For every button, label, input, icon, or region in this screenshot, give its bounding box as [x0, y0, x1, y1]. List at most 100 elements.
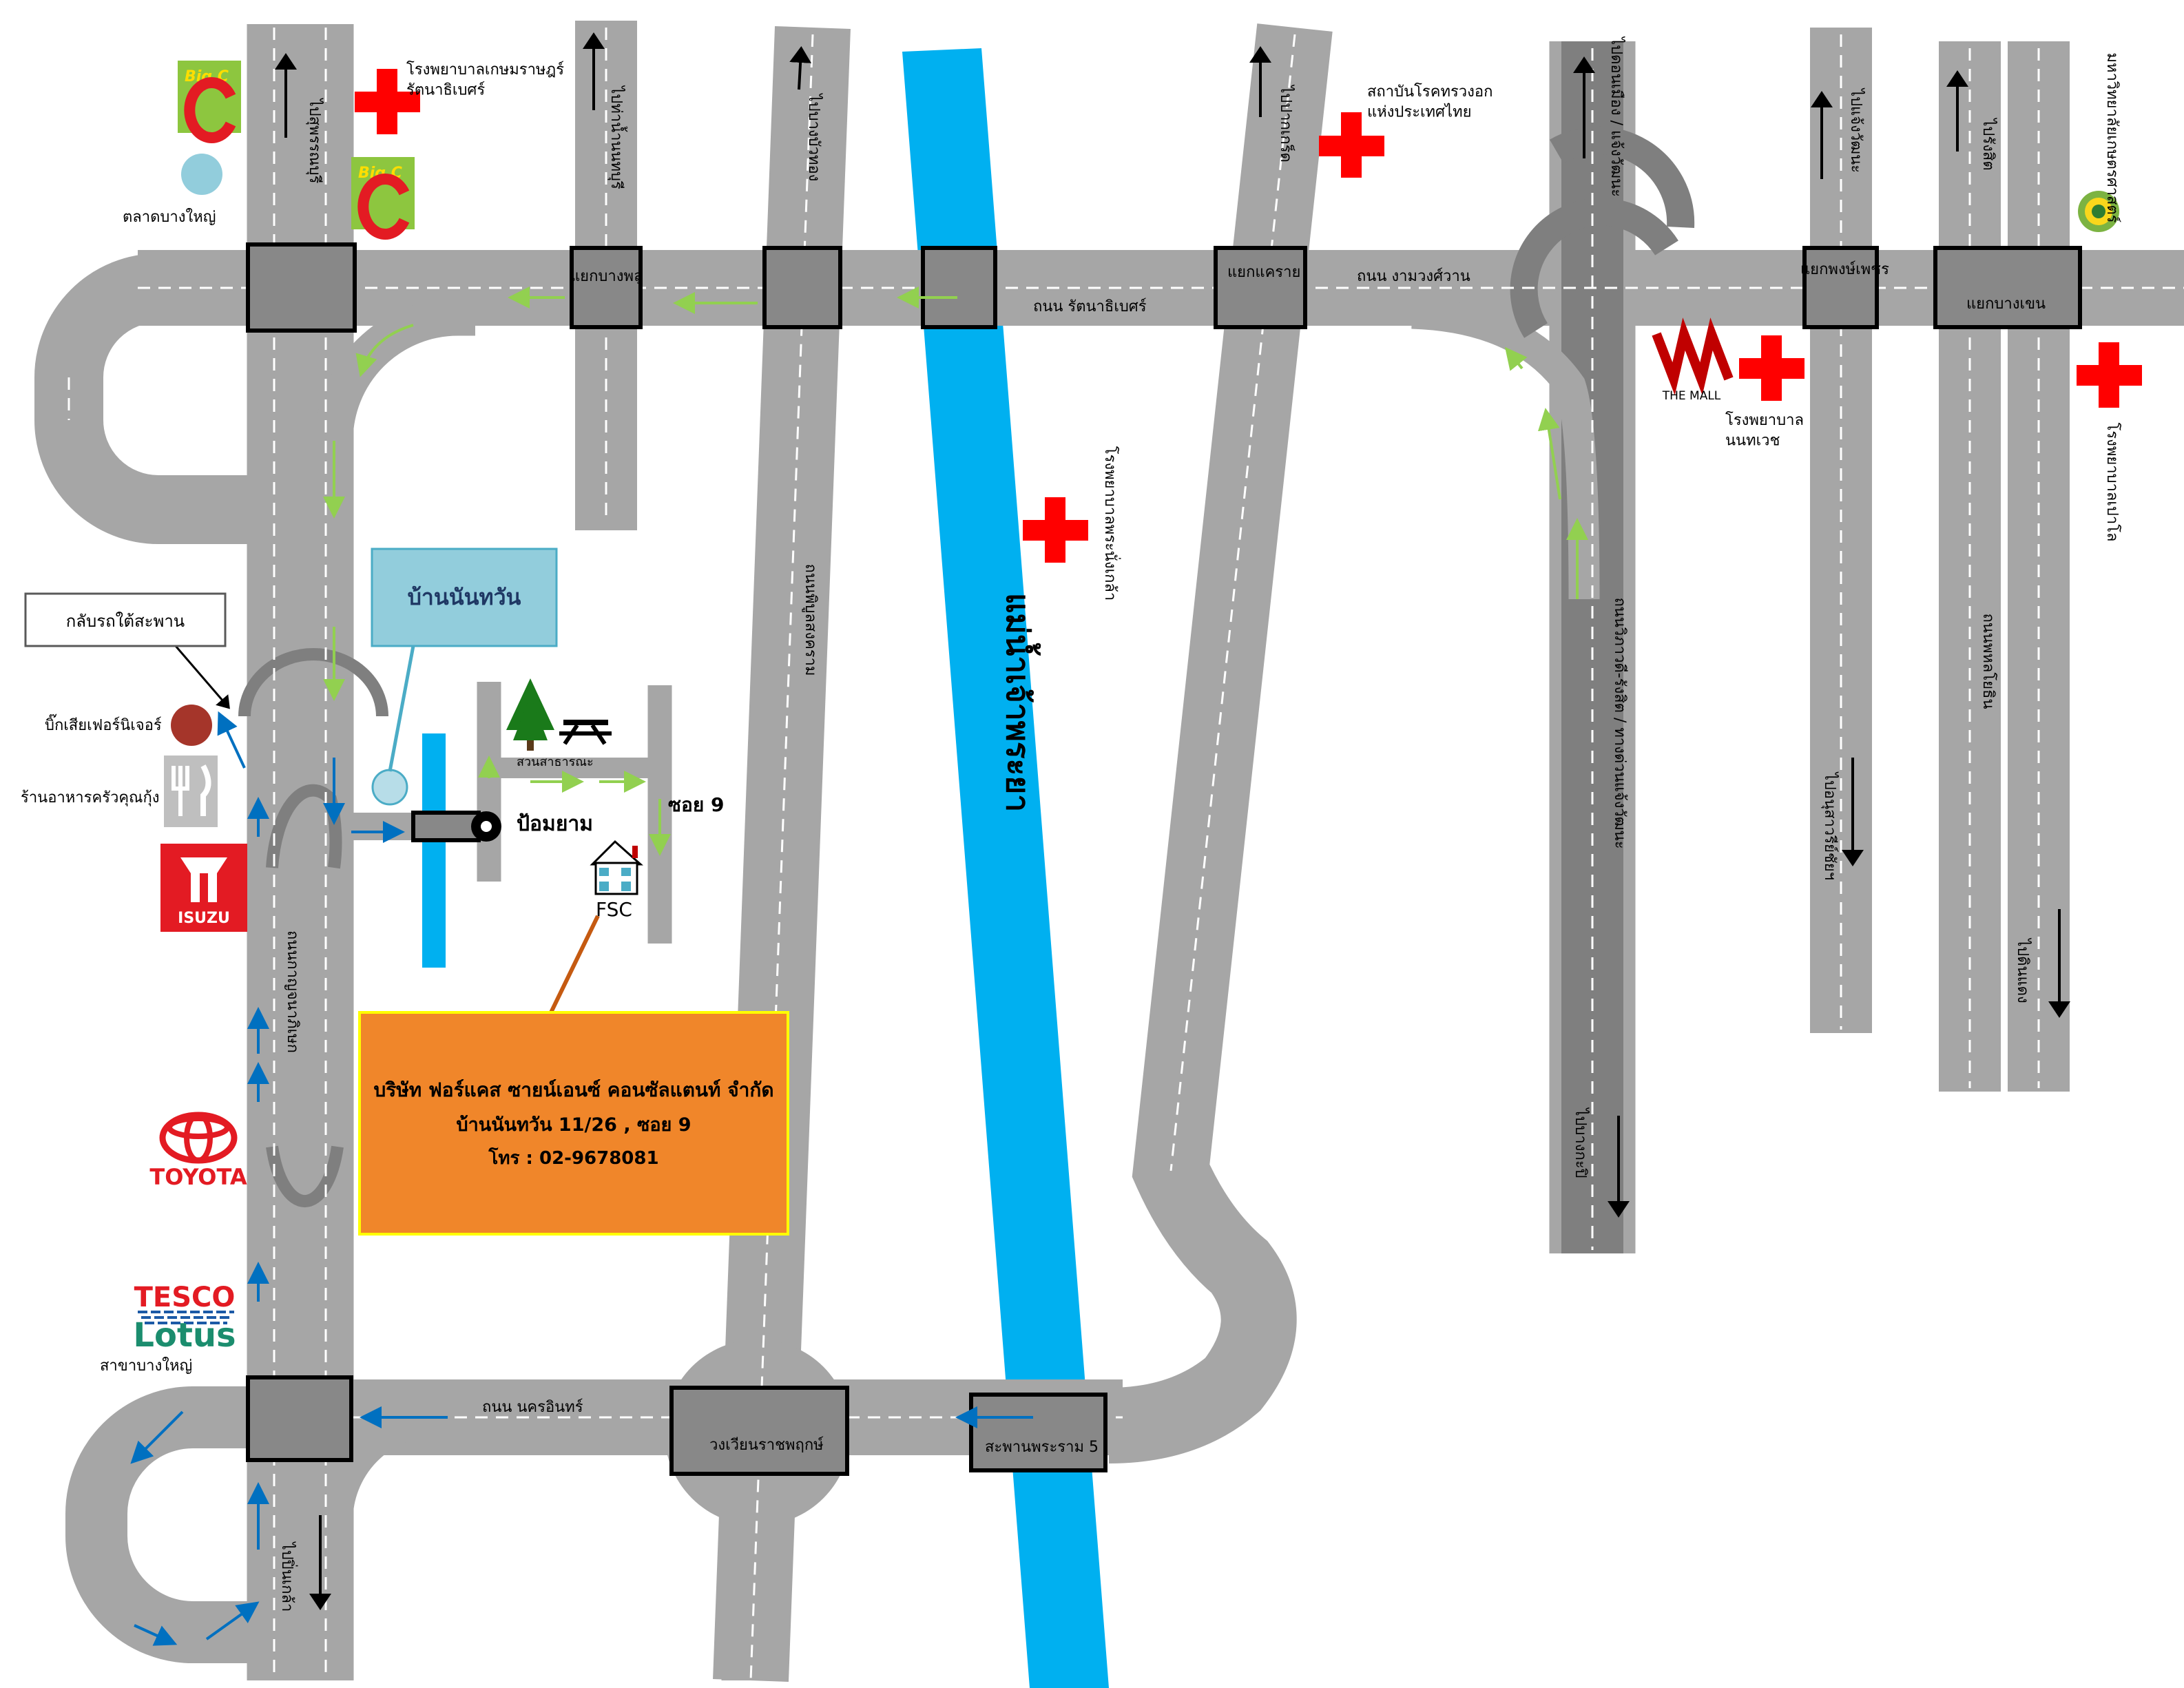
- hospital-nonthavej-icon: [1739, 335, 1805, 401]
- company-box: [358, 1011, 789, 1236]
- label-kasemrad-1: โรงพยาบาลเกษมราษฎร์รัตนาธิเบศร์: [406, 61, 564, 99]
- road-ngamwongwan-ramp: [1411, 298, 1600, 600]
- junction-bang-khen: [1933, 246, 2082, 329]
- tesco-lotus-logo: TESCO Lotus: [133, 1282, 236, 1355]
- label-kanchanaphisek: ถนนกาญจนาภิเษก: [284, 930, 301, 1053]
- svg-text:ISUZU: ISUZU: [178, 910, 230, 927]
- hospital-icons: [355, 69, 2142, 563]
- label-nonthaburi-pier: ไปท่าน้ำนนทบุรี: [607, 85, 627, 189]
- label-paolo: โรงพยาบาลเปาโล: [2103, 422, 2121, 541]
- company-address: บ้านนันทวัน 11/26 , ซอย 9: [456, 1114, 691, 1136]
- road-interchange-loop: [1510, 198, 1678, 338]
- label-pak-kret: ไปปากเกร็ด: [1277, 84, 1296, 163]
- bigc-logo-2: Big C: [351, 157, 415, 240]
- junction-kanchanaphisek-top: [246, 242, 357, 333]
- junction-kanchanaphisek-bottom: [246, 1375, 353, 1462]
- label-pom-yam: ป้อมยาม: [517, 812, 593, 836]
- hospital-paolo-icon: [2077, 342, 2142, 408]
- label-furniture: บิ๊กเสียเฟอร์นิเจอร์: [45, 713, 162, 734]
- svg-text:THE MALL: THE MALL: [1662, 389, 1721, 403]
- hospital-kasemrad-icon: [355, 69, 420, 134]
- label-don-mueang: ไปดอนเมือง / แจ้งวัฒนะ: [1608, 36, 1625, 197]
- market-marker: [181, 154, 222, 195]
- company-phone: โทร : 02-9678081: [488, 1147, 658, 1169]
- label-kasetsart: มหาวิทยาลัยเกษตรศาสตร์: [2103, 52, 2121, 222]
- label-bang-khae: ไปบางกะปิ: [1572, 1107, 1590, 1178]
- label-suphan: ไปสุพรรณบุรี: [306, 98, 324, 184]
- label-bangbuathong: ไปบางบัวทอง: [805, 93, 823, 182]
- furniture-marker: [171, 705, 212, 746]
- road-left-loop-top: [34, 253, 255, 544]
- hospital-sanamnam-icon: [1023, 497, 1088, 563]
- label-rama5: สะพานพระราม 5: [985, 1439, 1099, 1456]
- baan-nanthawan-marker: [371, 769, 408, 806]
- labels: โรงพยาบาลเกษมราษฎร์รัตนาธิเบศร์ สถาบันโร…: [21, 61, 2046, 1456]
- label-chaeng-wattana: ไปแจ้งวัฒนะ: [1847, 87, 1865, 173]
- route-arrows-green: [323, 286, 1588, 856]
- road-ramp-bottom: [315, 1398, 438, 1517]
- svg-text:Lotus: Lotus: [133, 1316, 236, 1355]
- label-rattanathibet: ถนน รัตนาธิเบศร์: [1033, 298, 1147, 315]
- label-circle: วงเวียนราชพฤกษ์: [709, 1437, 824, 1454]
- label-rangsit: ไปรังสิต: [1979, 117, 1997, 170]
- label-sanamnam: โรงพยาบาลพระนั่งเกล้า: [1101, 446, 1121, 601]
- junction-rama5: [969, 1393, 1107, 1472]
- road-interchange-loop2: [1549, 126, 1695, 229]
- label-soi9: ซอย 9: [668, 793, 724, 816]
- guard-post-icon: [471, 811, 501, 842]
- route-arrows-blue: [130, 711, 1033, 1646]
- label-fsc: FSC: [596, 898, 632, 921]
- junction-phibun: [762, 246, 842, 329]
- uturn-arch-bottom: [266, 1145, 344, 1208]
- uturn-label-box: [24, 592, 227, 647]
- junction-khae-rai: [1214, 246, 1307, 329]
- road-tiwanon: [1108, 23, 1333, 1463]
- label-ngamwongwan: ถนน งามวงศ์วาน: [1357, 268, 1470, 285]
- road-left-loop-bottom: [65, 1386, 248, 1663]
- bigc-logo-1: Big C: [178, 61, 241, 143]
- label-khae-rai: แยกแคราย: [1227, 264, 1300, 281]
- svg-text:TESCO: TESCO: [134, 1282, 236, 1313]
- label-vibhavadi: ถนนวิภาวดี-รังสิต / ทางด่วนแจ้งวัฒนะ: [1611, 597, 1628, 848]
- label-nonthavej: โรงพยาบาลนนทเวช: [1725, 411, 1804, 450]
- themall-logo: THE MALL: [1652, 317, 1734, 403]
- kasetsart-logo: [2078, 191, 2119, 232]
- label-nakhon-in: ถนน นครอินทร์: [482, 1399, 583, 1416]
- baan-nanthawan-box: [371, 548, 558, 647]
- label-bang-khen: แยกบางเขน: [1966, 295, 2046, 313]
- label-phibun: ถนนพิบูลสงคราม: [802, 564, 819, 676]
- toyota-logo: TOYOTA: [149, 1112, 247, 1190]
- label-market: ตลาดบางใหญ่: [123, 208, 216, 226]
- label-tesco-branch: สาขาบางใหญ่: [100, 1357, 192, 1375]
- label-pinklao: ไปปิ่นเกล้า: [278, 1541, 298, 1612]
- label-phahonyothin: ถนนพหลโยธิน: [1979, 613, 1997, 709]
- baan-nanthawan-label: บ้านนันทวัน: [408, 584, 521, 610]
- uturn-label: กลับรถใต้สะพาน: [66, 612, 185, 631]
- junction-bang-phlu: [570, 246, 643, 329]
- chao-phraya-river: [902, 48, 1109, 1688]
- label-phong-phet: แยกพงษ์เพชร: [1800, 261, 1889, 278]
- isuzu-logo: ISUZU: [160, 844, 247, 932]
- uturn-arch-mid: [266, 784, 342, 869]
- junction-phong-phet: [1802, 246, 1879, 329]
- hospital-chest-icon: [1319, 112, 1384, 178]
- label-bang-phlu: แยกบางพลู: [570, 268, 643, 285]
- company-name: บริษัท ฟอร์แคส ซายน์เอนซ์ คอนซัลแตนท์ จำ…: [373, 1079, 773, 1101]
- label-din-daeng: ไปดินแดง: [2014, 937, 2032, 1003]
- direction-arrows: [275, 32, 2070, 1610]
- callout-line-uturn: [174, 645, 230, 709]
- vertical-labels: แม่น้ำเจ้าพระยา ไปสุพรรณบุรี ถนนกาญจนาภิ…: [278, 36, 2121, 1612]
- svg-text:TOYOTA: TOYOTA: [149, 1164, 247, 1190]
- park-icon: [506, 678, 612, 751]
- restaurant-icon: [164, 756, 218, 827]
- label-park: สวนสาธารณะ: [517, 755, 594, 769]
- junction-soi: [411, 811, 481, 842]
- label-restaurant: ร้านอาหารครัวคุณกุ้ง: [21, 789, 160, 806]
- callout-line-orange: [549, 915, 600, 1014]
- label-victory: ไปอนุสาวรีย์ชัยฯ: [1821, 771, 1839, 880]
- junctions: [246, 242, 2082, 1476]
- label-chest: สถาบันโรคทรวงอกแห่งประเทศไทย: [1367, 83, 1493, 121]
- label-river: แม่น้ำเจ้าพระยา: [999, 593, 1041, 812]
- uturn-arch-top: [238, 648, 388, 717]
